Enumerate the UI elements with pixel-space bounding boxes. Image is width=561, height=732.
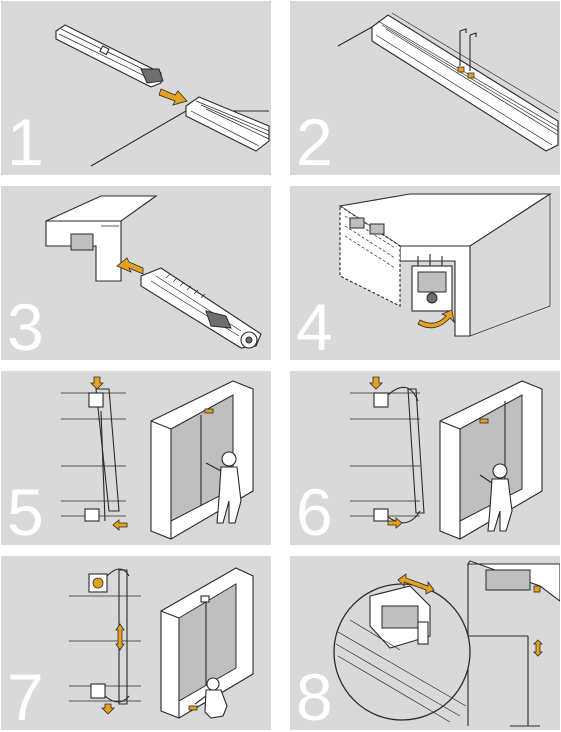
hanger-brackets <box>457 28 477 79</box>
step-6-panel: 6 <box>290 371 560 545</box>
step-3-panel: 3 <box>1 186 271 360</box>
step-number: 5 <box>7 475 44 545</box>
step-7-illustration <box>69 567 254 719</box>
step-4-illustration <box>338 193 552 337</box>
sliding-rail <box>55 24 164 88</box>
step-3-illustration <box>45 195 262 349</box>
step-1-illustration <box>55 24 270 167</box>
door-side-detail <box>350 386 425 524</box>
step-number: 1 <box>7 105 44 175</box>
step-number: 6 <box>296 475 333 545</box>
step-5-panel: 5 <box>1 371 271 545</box>
turn-arrow <box>417 309 455 329</box>
wardrobe <box>160 567 254 719</box>
step-number: 4 <box>296 290 333 360</box>
mounted-track <box>371 12 559 152</box>
person <box>479 463 513 532</box>
step-7-panel: 7 <box>1 556 271 730</box>
step-number: 3 <box>7 290 44 360</box>
step-number: 7 <box>7 660 44 730</box>
zoom-detail-circle <box>333 583 471 723</box>
person <box>205 451 242 524</box>
step-5-illustration <box>61 376 254 540</box>
adjustment-mechanism <box>411 254 453 312</box>
slide-arrow <box>397 573 435 595</box>
step-2-panel: 2 <box>290 1 560 175</box>
wardrobe <box>150 380 254 540</box>
step-6-illustration <box>350 376 543 540</box>
left-arrow <box>112 519 128 531</box>
cabinet-top <box>45 195 158 282</box>
fixed-track <box>185 96 270 152</box>
door-side-detail <box>69 568 141 705</box>
push-arrow <box>116 257 144 275</box>
up-down-arrow <box>115 623 125 651</box>
step-4-panel: 4 <box>290 186 560 360</box>
down-arrow <box>101 703 115 715</box>
step-2-illustration <box>337 12 559 152</box>
door-side-detail <box>61 388 126 522</box>
step-number: 8 <box>296 660 333 730</box>
step-8-panel: 8 <box>290 556 560 730</box>
top-track-detail <box>339 204 401 307</box>
roller-carriage <box>140 267 262 349</box>
right-arrow <box>387 517 403 529</box>
step-1-panel: 1 <box>1 1 271 175</box>
insert-arrow <box>158 88 188 106</box>
cabinet-corner <box>466 560 560 727</box>
cabinet-corner <box>338 193 552 337</box>
step-number: 2 <box>296 105 333 175</box>
down-arrow <box>369 376 383 390</box>
down-arrow <box>90 376 104 390</box>
step-8-illustration <box>333 560 560 727</box>
crouching-person <box>188 677 228 719</box>
